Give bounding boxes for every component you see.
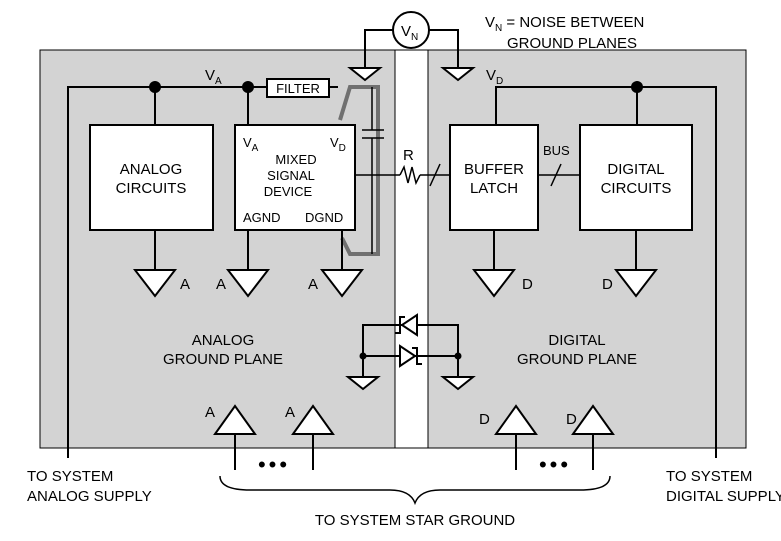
digital-rail-label: VD (486, 67, 503, 87)
star-ground-digital-1 (494, 404, 538, 470)
device-name-line1: MIXED (275, 152, 316, 167)
star-label-d2: D (566, 411, 577, 428)
ground-symbol-dgnd (319, 230, 365, 298)
ground-symbol-analog-circuits (132, 230, 178, 298)
digital-supply-line1: TO SYSTEM (666, 468, 752, 485)
buffer-latch-line1: BUFFER (464, 161, 524, 178)
digital-circuits-box (579, 124, 693, 231)
device-va-pin: VA (243, 135, 259, 154)
ellipsis-digital: ••• (539, 452, 571, 477)
analog-plane-label-line2: GROUND PLANE (163, 351, 283, 368)
digital-supply-line2: DIGITAL SUPPLY (666, 488, 781, 505)
analog-supply-line2: ANALOG SUPPLY (27, 488, 152, 505)
mixed-signal-device-box (234, 124, 356, 231)
device-agnd-pin: AGND (243, 210, 281, 225)
buffer-latch-line2: LATCH (470, 180, 518, 197)
signal-line (355, 163, 450, 187)
device-name-line2: SIGNAL (267, 168, 315, 183)
star-ground-label: TO SYSTEM STAR GROUND (315, 512, 515, 529)
star-label-a1: A (205, 404, 215, 421)
plane-gap (394, 49, 429, 449)
star-ground-brace (219, 475, 611, 506)
ground-label-a2: A (216, 276, 226, 293)
resistor-label: R (403, 147, 414, 164)
filter-label: FILTER (276, 81, 320, 96)
diode-ground-left (345, 376, 381, 391)
star-ground-analog-1 (213, 404, 257, 470)
ellipsis-analog: ••• (258, 452, 290, 477)
digital-plane-label-line1: DIGITAL (548, 332, 605, 349)
analog-supply-rail (67, 81, 338, 458)
analog-circuits-box (89, 124, 214, 231)
svg-text:VN: VN (401, 23, 418, 43)
digital-ground-plane (427, 49, 747, 449)
ground-symbol-buffer-latch (471, 230, 517, 298)
digital-supply-rail (495, 81, 717, 458)
noise-meter: VN (364, 11, 459, 68)
ground-label-a1: A (180, 276, 190, 293)
decoupling-capacitor (362, 87, 384, 254)
analog-plane-label-line1: ANALOG (192, 332, 255, 349)
star-ground-digital-2 (571, 404, 615, 470)
digital-plane-label-line2: GROUND PLANE (517, 351, 637, 368)
analog-rail-label: VA (205, 67, 222, 87)
analog-ground-plane (39, 49, 396, 449)
svg-text:VN = NOISE BETWEEN: VN = NOISE BETWEEN (485, 14, 644, 34)
digital-circuits-line1: DIGITAL (607, 161, 664, 178)
bus-line (538, 163, 580, 187)
analog-circuits-line2: CIRCUITS (116, 180, 187, 197)
device-name-line3: DEVICE (264, 184, 313, 199)
schottky-diode-upper-icon (395, 313, 418, 337)
analog-circuits-line1: ANALOG (120, 161, 183, 178)
analog-supply-line1: TO SYSTEM (27, 468, 113, 485)
buffer-latch-box (449, 124, 539, 231)
ground-symbol-agnd (225, 230, 271, 298)
bus-label: BUS (543, 143, 570, 158)
digital-circuits-line2: CIRCUITS (601, 180, 672, 197)
svg-text:GROUND PLANES: GROUND PLANES (507, 35, 637, 52)
star-ground-analog-2 (291, 404, 335, 470)
schottky-diode-lower-icon (399, 344, 422, 368)
diode-ground-right (440, 376, 476, 391)
filter-box (266, 78, 330, 98)
device-vd-pin: VD (330, 135, 346, 154)
meter-ground-left (347, 67, 383, 82)
ground-label-d1: D (522, 276, 533, 293)
ground-label-d2: D (602, 276, 613, 293)
device-dgnd-pin: DGND (305, 210, 343, 225)
ground-symbol-digital-circuits (613, 230, 659, 298)
meter-ground-right (440, 67, 476, 82)
star-label-a2: A (285, 404, 295, 421)
ground-label-a3: A (308, 276, 318, 293)
bonding-trace (338, 85, 380, 256)
noise-caption: VN = NOISE BETWEEN GROUND PLANES (485, 14, 644, 52)
star-label-d1: D (479, 411, 490, 428)
